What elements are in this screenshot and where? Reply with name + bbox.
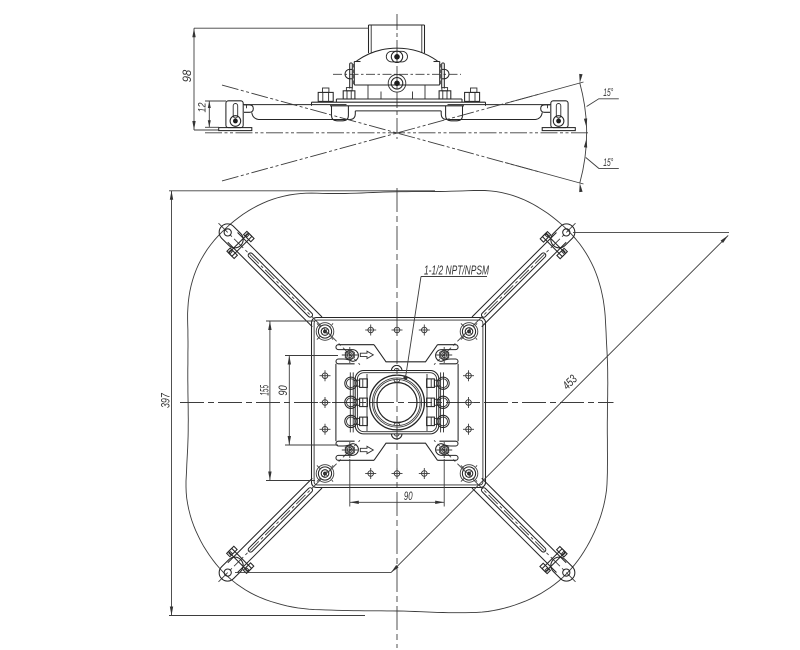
svg-text:12: 12 xyxy=(196,103,208,113)
svg-text:15°: 15° xyxy=(603,157,613,169)
svg-text:155: 155 xyxy=(257,385,271,396)
svg-text:90: 90 xyxy=(404,489,413,503)
svg-text:15°: 15° xyxy=(603,87,613,99)
svg-text:397: 397 xyxy=(158,392,172,408)
svg-text:90: 90 xyxy=(276,385,290,396)
svg-text:1-1/2 NPT/NPSM: 1-1/2 NPT/NPSM xyxy=(424,264,489,278)
svg-text:98: 98 xyxy=(180,69,194,82)
